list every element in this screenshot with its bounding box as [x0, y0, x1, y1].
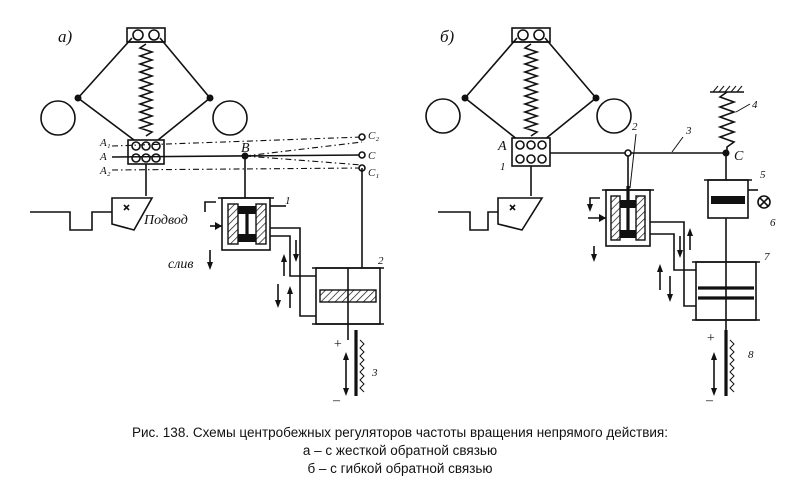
label-8-b: 8 [748, 349, 754, 361]
panel-a: а) [30, 27, 384, 408]
label-c2: C₂ [368, 130, 379, 142]
rack-a [343, 330, 365, 396]
label-c: C [368, 150, 376, 162]
servomotor-a [312, 168, 384, 340]
label-sliv: слив [168, 257, 193, 272]
flyweight-left-b [425, 98, 461, 134]
label-1-b: 1 [500, 161, 506, 173]
flyweight-right-a [212, 100, 248, 136]
spring-a [137, 43, 155, 137]
label-a1: A₁ [99, 137, 111, 149]
label-a-b: A [497, 139, 507, 154]
panel-b-header: б) [440, 27, 455, 46]
label-1-a: 1 [285, 195, 291, 207]
label-2-b: 2 [632, 121, 638, 133]
caption-line-1: Рис. 138. Схемы центробежных регуляторов… [132, 425, 668, 440]
label-7-b: 7 [764, 251, 770, 263]
label-podvod: Подвод [143, 213, 188, 228]
fuel-rack-b [438, 197, 544, 231]
top-pivot-a [126, 27, 166, 43]
figure-caption: Рис. 138. Схемы центробежных регуляторов… [0, 424, 800, 478]
rack-b [711, 330, 735, 396]
leader-4-b [735, 103, 751, 113]
label-a2: A₂ [99, 165, 111, 177]
panel-b: б) A 1 [425, 27, 776, 408]
label-plus-b: + [706, 331, 715, 346]
flyweight-right-b [596, 98, 632, 134]
flyweight-arms-a [74, 37, 214, 141]
servomotor-b [692, 260, 760, 330]
label-5-b: 5 [760, 169, 766, 181]
top-pivot-b [511, 27, 551, 43]
label-2-a: 2 [378, 255, 384, 267]
spool-valve-a [204, 156, 286, 270]
label-minus-b: – [705, 393, 714, 408]
lever-b [550, 149, 730, 186]
damper-b [704, 156, 771, 260]
label-6-b: 6 [770, 217, 776, 229]
flyweight-left-a [40, 100, 76, 136]
label-3-a: 3 [371, 367, 378, 379]
label-c1: C₁ [368, 167, 379, 179]
label-4-b: 4 [752, 99, 758, 111]
oil-lines-a [270, 227, 316, 317]
label-b: B [241, 141, 250, 156]
label-minus-a: – [332, 393, 341, 408]
regulator-diagram: а) [30, 27, 776, 408]
label-plus-a: + [333, 337, 342, 352]
leader-2-b [629, 133, 637, 189]
fuel-rack-a [30, 197, 154, 231]
panel-a-header: а) [58, 27, 73, 46]
label-a: A [99, 151, 107, 163]
flyweight-arms-b [461, 37, 600, 141]
caption-line-3: б – с гибкой обратной связью [307, 461, 493, 476]
spring-b [522, 43, 540, 137]
label-c-b: C [734, 149, 744, 164]
caption-line-2: а – с жесткой обратной связью [302, 443, 498, 458]
spool-valve-b [587, 186, 654, 262]
leader-3-b [671, 136, 684, 153]
oil-lines-b [650, 221, 696, 307]
label-3-b: 3 [685, 125, 692, 137]
sleeve-b [511, 137, 551, 196]
upper-spring-b [710, 85, 744, 150]
levers-a [111, 133, 366, 172]
sleeve-a [127, 139, 165, 196]
